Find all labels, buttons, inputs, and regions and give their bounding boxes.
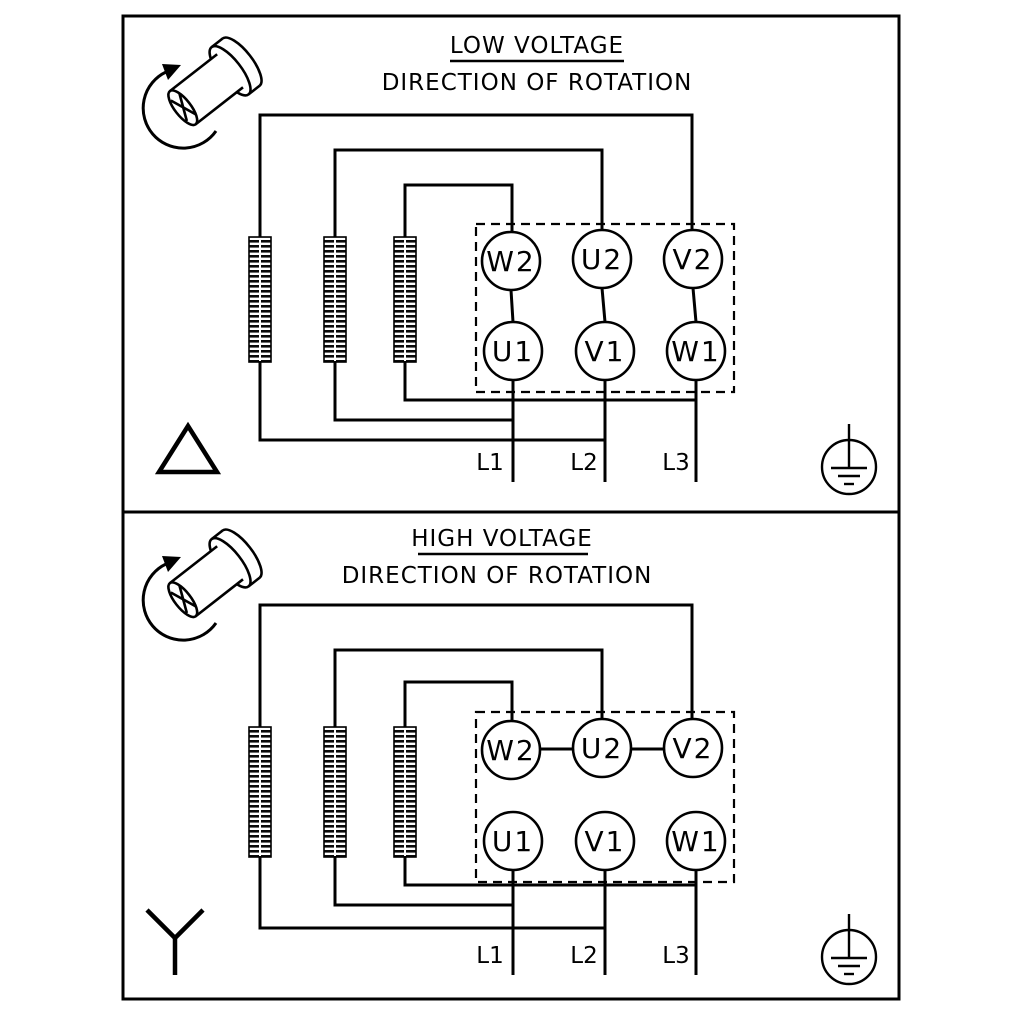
terminal-circle — [665, 320, 727, 382]
diagram-border — [121, 14, 901, 1001]
terminal-circle — [571, 228, 633, 290]
jumper-w2-u1 — [509, 289, 515, 323]
supply-line-label: L2 — [570, 450, 597, 476]
winding-bottom-wires — [258, 362, 696, 442]
terminal-v1: V1 — [574, 320, 636, 382]
panel-title: HIGH VOLTAGE — [411, 526, 593, 552]
terminal-w1: W1 — [665, 320, 727, 382]
terminal-circle — [574, 810, 636, 872]
shaft-edge-bottom — [194, 86, 244, 126]
wire-inner-to-w2 — [403, 680, 514, 727]
ground-circle — [820, 438, 878, 496]
wire-middle-to-u2 — [333, 648, 604, 727]
winding-bottom-wires — [258, 857, 696, 930]
terminal-v2: V2 — [662, 228, 724, 290]
terminal-circle — [482, 320, 544, 382]
earth-ground-icon — [820, 914, 878, 986]
pump-rotation-icon — [141, 36, 263, 150]
supply-leads — [511, 380, 698, 482]
terminal-w2: W2 — [480, 719, 542, 781]
terminal-u2: U2 — [571, 228, 633, 290]
panel-title: LOW VOLTAGE — [450, 33, 624, 59]
wire-outer-to-v2 — [258, 603, 694, 727]
star-arm-left — [145, 908, 177, 940]
wire-middle-to-u1 — [333, 857, 513, 907]
terminal-w1: W1 — [665, 810, 727, 872]
panel-subtitle: DIRECTION OF ROTATION — [382, 70, 693, 96]
terminal-label: V2 — [673, 732, 714, 765]
jumper-u2-v1 — [600, 287, 607, 323]
terminal-circle — [571, 717, 633, 779]
terminal-label: W2 — [486, 734, 536, 767]
terminal-circle — [480, 230, 542, 292]
shaft-face-cross-2 — [178, 93, 189, 122]
shaft-edge-bottom — [194, 578, 244, 618]
terminal-label: U1 — [492, 825, 534, 858]
terminal-label: W1 — [671, 825, 721, 858]
supply-line-label: L3 — [662, 450, 689, 476]
terminal-circle — [480, 719, 542, 781]
terminal-u1: U1 — [482, 320, 544, 382]
rotation-arrow-arc — [141, 562, 218, 642]
delta-connection-icon — [154, 421, 222, 475]
rotation-arrowhead — [162, 64, 181, 80]
supply-line-label: L1 — [476, 450, 503, 476]
rotation-arrowhead — [162, 556, 181, 572]
motor-windings — [248, 236, 417, 363]
low-voltage-panel: LOW VOLTAGE DIRECTION OF ROTATION — [141, 33, 878, 496]
shaft-face-cross-2 — [178, 585, 189, 614]
supply-line-label: L1 — [476, 943, 503, 969]
earth-ground-icon — [820, 424, 878, 496]
motor-windings — [248, 726, 417, 858]
star-connection-icon — [145, 908, 205, 975]
wire-inner-to-w2 — [403, 183, 514, 237]
rotation-arrow-arc — [141, 70, 218, 150]
terminal-v1: V1 — [574, 810, 636, 872]
star-arm-right — [173, 908, 205, 940]
terminal-label: W1 — [671, 335, 721, 368]
pump-rotation-icon — [141, 528, 263, 642]
terminal-label: U1 — [492, 335, 534, 368]
winding-top-wires — [258, 603, 694, 727]
winding-top-wires — [258, 113, 694, 237]
terminal-w2: W2 — [480, 230, 542, 292]
terminal-circle — [662, 717, 724, 779]
terminal-label: V2 — [673, 243, 714, 276]
terminal-v2: V2 — [662, 717, 724, 779]
shaft-edge-top — [169, 545, 218, 585]
delta-jumpers — [509, 287, 698, 323]
terminal-label: V1 — [585, 825, 626, 858]
terminal-circle — [482, 810, 544, 872]
terminal-u1: U1 — [482, 810, 544, 872]
supply-line-label: L2 — [570, 943, 597, 969]
terminal-label: U2 — [581, 732, 623, 765]
shaft-edge-top — [169, 53, 218, 93]
jumper-v2-w1 — [691, 287, 698, 323]
terminal-circle — [574, 320, 636, 382]
wire-outer-to-v1 — [258, 857, 605, 930]
wire-middle-to-u1 — [333, 362, 513, 422]
supply-line-label: L3 — [662, 943, 689, 969]
wire-inner-to-w1 — [403, 857, 696, 887]
terminal-u2: U2 — [571, 717, 633, 779]
terminal-label: U2 — [581, 243, 623, 276]
supply-leads — [511, 870, 698, 975]
terminal-circle — [662, 228, 724, 290]
terminal-label: V1 — [585, 335, 626, 368]
high-voltage-panel: HIGH VOLTAGE DIRECTION OF ROTATION — [141, 526, 878, 986]
terminal-label: W2 — [486, 245, 536, 278]
wire-outer-to-v2 — [258, 113, 694, 237]
wire-outer-to-v1 — [258, 362, 605, 442]
wire-middle-to-u2 — [333, 148, 604, 237]
wire-inner-to-w1 — [403, 362, 696, 402]
terminal-circle — [665, 810, 727, 872]
panel-subtitle: DIRECTION OF ROTATION — [342, 563, 653, 589]
ground-circle — [820, 928, 878, 986]
